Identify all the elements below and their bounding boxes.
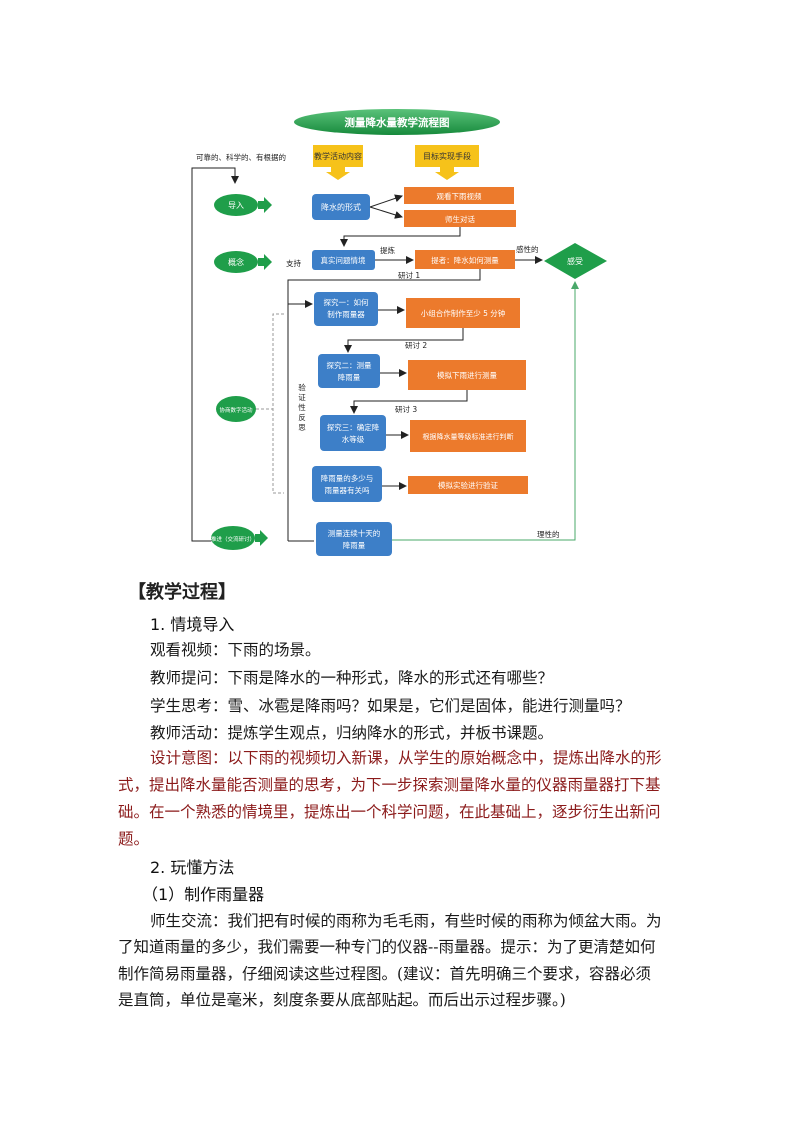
box-dialog: [404, 210, 516, 227]
stage-intro-ellipse: [214, 194, 258, 216]
label-discuss3: 研讨 3: [395, 404, 417, 414]
box-tenday-label: 测量连续十天的降雨量: [328, 528, 381, 550]
stage-intro-label: 导入: [228, 201, 244, 210]
box-question: [312, 250, 375, 270]
label-support: 支持: [286, 258, 301, 268]
box-question-label: 真实问题情境: [321, 255, 366, 265]
para-teacher-activity: 教师活动：提炼学生观点，归纳降水的形式，并板书课题。: [150, 724, 554, 742]
heading-method: 2. 玩懂方法: [150, 858, 235, 877]
stage-concept-label: 概念: [228, 257, 244, 267]
box-grade-label: 根据降水量等级标准进行判断: [423, 432, 514, 441]
box-grade: [410, 420, 526, 452]
para-student-think: 学生思考：雪、冰雹是降雨吗？如果是，它们是固体，能进行测量吗？: [150, 697, 631, 715]
para-exchange-line3: 制作简易雨量器，仔细阅读这些过程图。(建议：首先明确三个要求，容器必须: [118, 965, 652, 983]
box-ask: [415, 250, 515, 269]
box-explore3-line1: 探究三：确定降: [327, 422, 380, 432]
explore-bracket: [272, 313, 284, 494]
box-related-line1: 降雨量的多少与: [321, 473, 374, 483]
label-refine: 提炼: [380, 245, 395, 255]
box-ask-label: 提者：降水如何测量: [431, 255, 499, 265]
stage-explore-label: 协商数字活动: [219, 406, 253, 414]
design-intent-line4: 题。: [118, 830, 150, 848]
label-rational: 理性的: [537, 529, 560, 539]
box-explore3-label: 探究三：确定降水等级: [327, 422, 380, 444]
flow-title: 测量降水量教学流程图: [345, 116, 450, 129]
box-forms-label: 降水的形式: [321, 202, 361, 212]
design-intent-line2: 式，提出降水量能否测量的思考，为下一步探索测量降水量的仪器雨量器打下基: [118, 776, 661, 794]
arrow-forms-dialog: [369, 206, 403, 219]
arrow-simulate-explore3: [350, 390, 468, 414]
para-exchange-line2: 了知道雨量的多少，我们需要一种专门的仪器--雨量器。提示：为了更清楚如何: [118, 938, 656, 956]
col-header-means: [415, 145, 479, 167]
box-group-label: 小组合作制作至少 5 分钟: [421, 308, 506, 318]
col-header-means-arrow: [435, 167, 459, 180]
box-video: [404, 187, 514, 204]
box-video-label: 观看下雨视频: [437, 191, 482, 201]
stage-conclude-arrow: [255, 530, 268, 546]
stage-concept-ellipse: [214, 251, 258, 273]
box-experiment: [408, 476, 528, 494]
stage-intro-arrow: [258, 197, 272, 213]
flow-title-ellipse: [294, 109, 500, 135]
col-header-content: [313, 145, 363, 167]
box-tenday: [316, 522, 392, 556]
box-explore2-line1: 探究二：测量: [327, 360, 372, 370]
diamond-feel: [544, 243, 607, 279]
para-exchange-line1: 师生交流：我们把有时候的雨称为毛毛雨，有些时候的雨称为倾盆大雨。为: [150, 912, 662, 930]
box-related-line2: 雨量器有关吗: [325, 485, 370, 495]
box-related: [312, 466, 382, 502]
box-related-label: 降雨量的多少与雨量器有关吗: [321, 473, 374, 495]
arrow-group-explore2: [344, 328, 464, 353]
arrow-forms-video: [369, 194, 403, 208]
box-simulate-label: 模拟下雨进行测量: [437, 370, 497, 380]
box-explore1-line2: 制作雨量器: [327, 309, 365, 319]
box-tenday-line1: 测量连续十天的: [328, 528, 381, 538]
box-dialog-label: 师生对话: [445, 214, 475, 224]
col-header-content-arrow: [326, 167, 350, 180]
box-tenday-line2: 降雨量: [343, 540, 366, 550]
box-explore3-line2: 水等级: [342, 434, 365, 444]
design-intent-line3: 础。在一个熟悉的情境里，提炼出一个科学问题，在此基础上，逐步衍生出新问: [118, 803, 661, 821]
box-explore2: [318, 354, 380, 388]
box-experiment-label: 模拟实验进行验证: [438, 480, 498, 490]
box-explore3: [320, 415, 386, 451]
para-teacher-question: 教师提问：下雨是降水的一种形式，降水的形式还有哪些？: [150, 669, 554, 687]
box-explore1: [314, 292, 378, 326]
diamond-feel-label: 感受: [567, 256, 583, 266]
label-verify: 验证性反思: [298, 382, 306, 432]
stage-concept-arrow: [258, 254, 272, 270]
left-loop-line: [191, 167, 239, 542]
box-explore2-line2: 降雨量: [338, 372, 361, 382]
para-exchange-line4: 是直筒，单位是毫米，刻度条要从底部贴起。而后出示过程步骤。): [118, 991, 566, 1009]
col-header-content-label: 教学活动内容: [314, 151, 362, 161]
arrow-dialog-question: [340, 227, 461, 247]
label-discuss2: 研讨 2: [405, 340, 427, 350]
col-header-means-label: 目标实现手段: [423, 151, 471, 161]
stage-conclude-label: 推进（交流研讨）: [211, 535, 255, 543]
stage-conclude-ellipse: [211, 526, 255, 550]
stage-explore-ellipse: [216, 396, 256, 422]
box-simulate: [408, 360, 526, 390]
para-watch-video: 观看视频：下雨的场景。: [150, 641, 321, 659]
box-group: [406, 298, 520, 328]
design-intent-line1: 设计意图：以下雨的视频切入新课，从学生的原始概念中，提炼出降水的形: [150, 749, 662, 767]
top-note: 可靠的、科学的、有根据的: [196, 152, 286, 162]
heading-intro: 1. 情境导入: [150, 615, 235, 634]
box-forms: [312, 194, 370, 220]
label-discuss1: 研讨 1: [398, 270, 420, 280]
heading-make-gauge: （1）制作雨量器: [142, 885, 265, 904]
box-explore1-label: 探究一：如何制作雨量器: [324, 297, 369, 319]
rational-line: [392, 281, 579, 541]
box-explore2-label: 探究二：测量降雨量: [327, 360, 372, 382]
box-explore1-line1: 探究一：如何: [324, 297, 369, 307]
teaching-flowchart: 测量降水量教学流程图 教学活动内容 目标实现手段 可靠的、科学的、有根据的 导入…: [191, 109, 607, 556]
arrow-ask-explore1: [287, 269, 481, 308]
label-perceptual: 感性的: [516, 244, 539, 254]
section-title: 【教学过程】: [128, 582, 236, 603]
